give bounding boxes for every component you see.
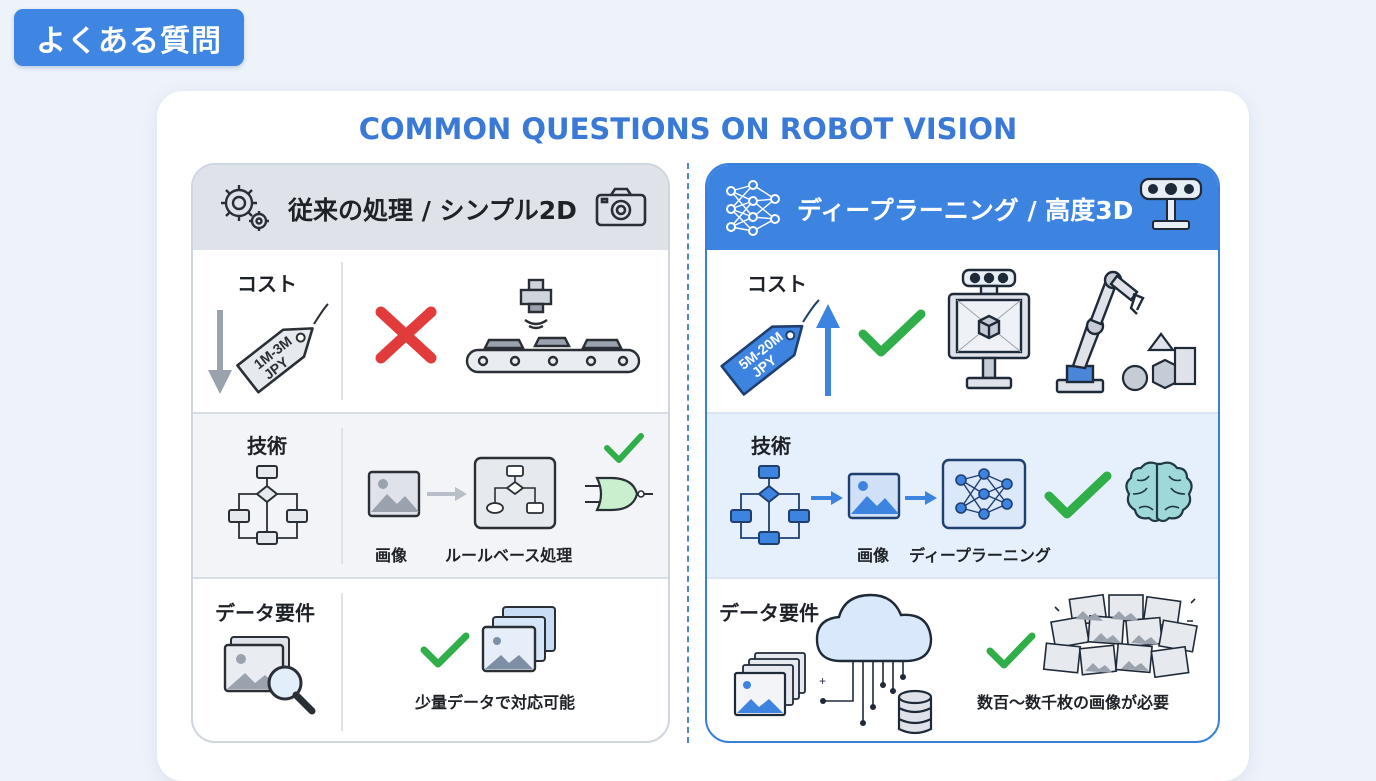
- traditional-data-row: データ要件 少量データで対応可能: [193, 577, 668, 741]
- tech-caption-image: 画像: [375, 546, 408, 565]
- faq-badge: よくある質問: [14, 9, 244, 66]
- tech-separator: [341, 428, 343, 564]
- data-label: データ要件: [719, 601, 819, 625]
- check-icon: [1044, 471, 1112, 519]
- check-icon: [858, 309, 926, 357]
- flowchart-icon: [730, 465, 810, 545]
- flow-arrow-icon: [811, 491, 843, 505]
- flowchart-icon: [228, 465, 308, 545]
- cross-icon: [375, 306, 437, 364]
- image-icon: [847, 472, 901, 520]
- deeplearning-tech-row: 技術: [707, 412, 1218, 577]
- tech-label: 技術: [247, 434, 287, 458]
- 3d-camera-icon: [1139, 177, 1203, 230]
- traditional-tech-row: 技術: [193, 412, 668, 577]
- deeplearning-panel: ディープラーニング / 高度3D コスト 5M-20M JPY: [705, 163, 1220, 743]
- data-caption: 少量データで対応可能: [415, 693, 576, 712]
- tech-caption-process: ディープラーニング: [909, 546, 1051, 565]
- data-separator: [341, 593, 343, 731]
- cost-separator: [341, 262, 343, 400]
- tech-caption-image: 画像: [857, 546, 890, 565]
- traditional-panel: 従来の処理 / シンプル2D コスト 1M-3M JPY: [191, 163, 670, 743]
- deeplearning-header-title: ディープラーニング / 高度3D: [797, 196, 1134, 225]
- gear-icon: [221, 185, 269, 231]
- monitor-3d-icon: [947, 268, 1031, 390]
- check-icon: [420, 632, 470, 668]
- magnifier-image-icon: [223, 636, 316, 715]
- conveyor-camera-icon: [465, 278, 641, 374]
- logic-gate-icon: [585, 476, 653, 512]
- down-arrow-icon: [208, 310, 232, 394]
- image-icon: [367, 470, 421, 518]
- data-caption: 数百〜数千枚の画像が必要: [977, 693, 1170, 712]
- svg-text:+: +: [819, 674, 826, 688]
- deeplearning-data-row: データ要件 +: [707, 577, 1218, 741]
- brain-icon: [1125, 461, 1193, 523]
- cloud-database-icon: +: [815, 593, 933, 735]
- center-divider: [687, 163, 689, 743]
- cost-label: コスト: [237, 272, 297, 296]
- traditional-cost-row: コスト 1M-3M JPY: [193, 250, 668, 412]
- neural-network-icon: [941, 458, 1027, 530]
- check-icon: [986, 632, 1036, 669]
- neural-network-icon: [726, 180, 780, 236]
- rule-process-icon: [473, 456, 557, 530]
- page-title: COMMON QUESTIONS ON ROBOT VISION: [358, 112, 1018, 146]
- image-stack-icon: [733, 652, 806, 717]
- up-arrow-icon: [816, 304, 840, 396]
- price-tag-icon: 1M-3M JPY: [236, 303, 329, 394]
- traditional-header-title: 従来の処理 / シンプル2D: [288, 196, 577, 225]
- deeplearning-header: ディープラーニング / 高度3D: [707, 165, 1218, 250]
- deeplearning-cost-row: コスト 5M-20M JPY: [707, 250, 1218, 412]
- tech-caption-process: ルールベース処理: [445, 546, 573, 565]
- check-icon: [604, 433, 644, 463]
- cost-label: コスト: [747, 272, 807, 296]
- tech-label: 技術: [751, 434, 791, 458]
- image-stack-icon: [481, 606, 556, 673]
- image-pile-icon: [1042, 593, 1198, 679]
- camera-icon: [595, 187, 647, 227]
- flow-arrow-icon: [427, 487, 467, 501]
- price-tag-icon: 5M-20M JPY: [720, 299, 820, 396]
- robot-arm-icon: [1055, 270, 1197, 394]
- traditional-header: 従来の処理 / シンプル2D: [193, 165, 668, 250]
- data-label: データ要件: [215, 601, 315, 625]
- flow-arrow-icon: [905, 491, 937, 505]
